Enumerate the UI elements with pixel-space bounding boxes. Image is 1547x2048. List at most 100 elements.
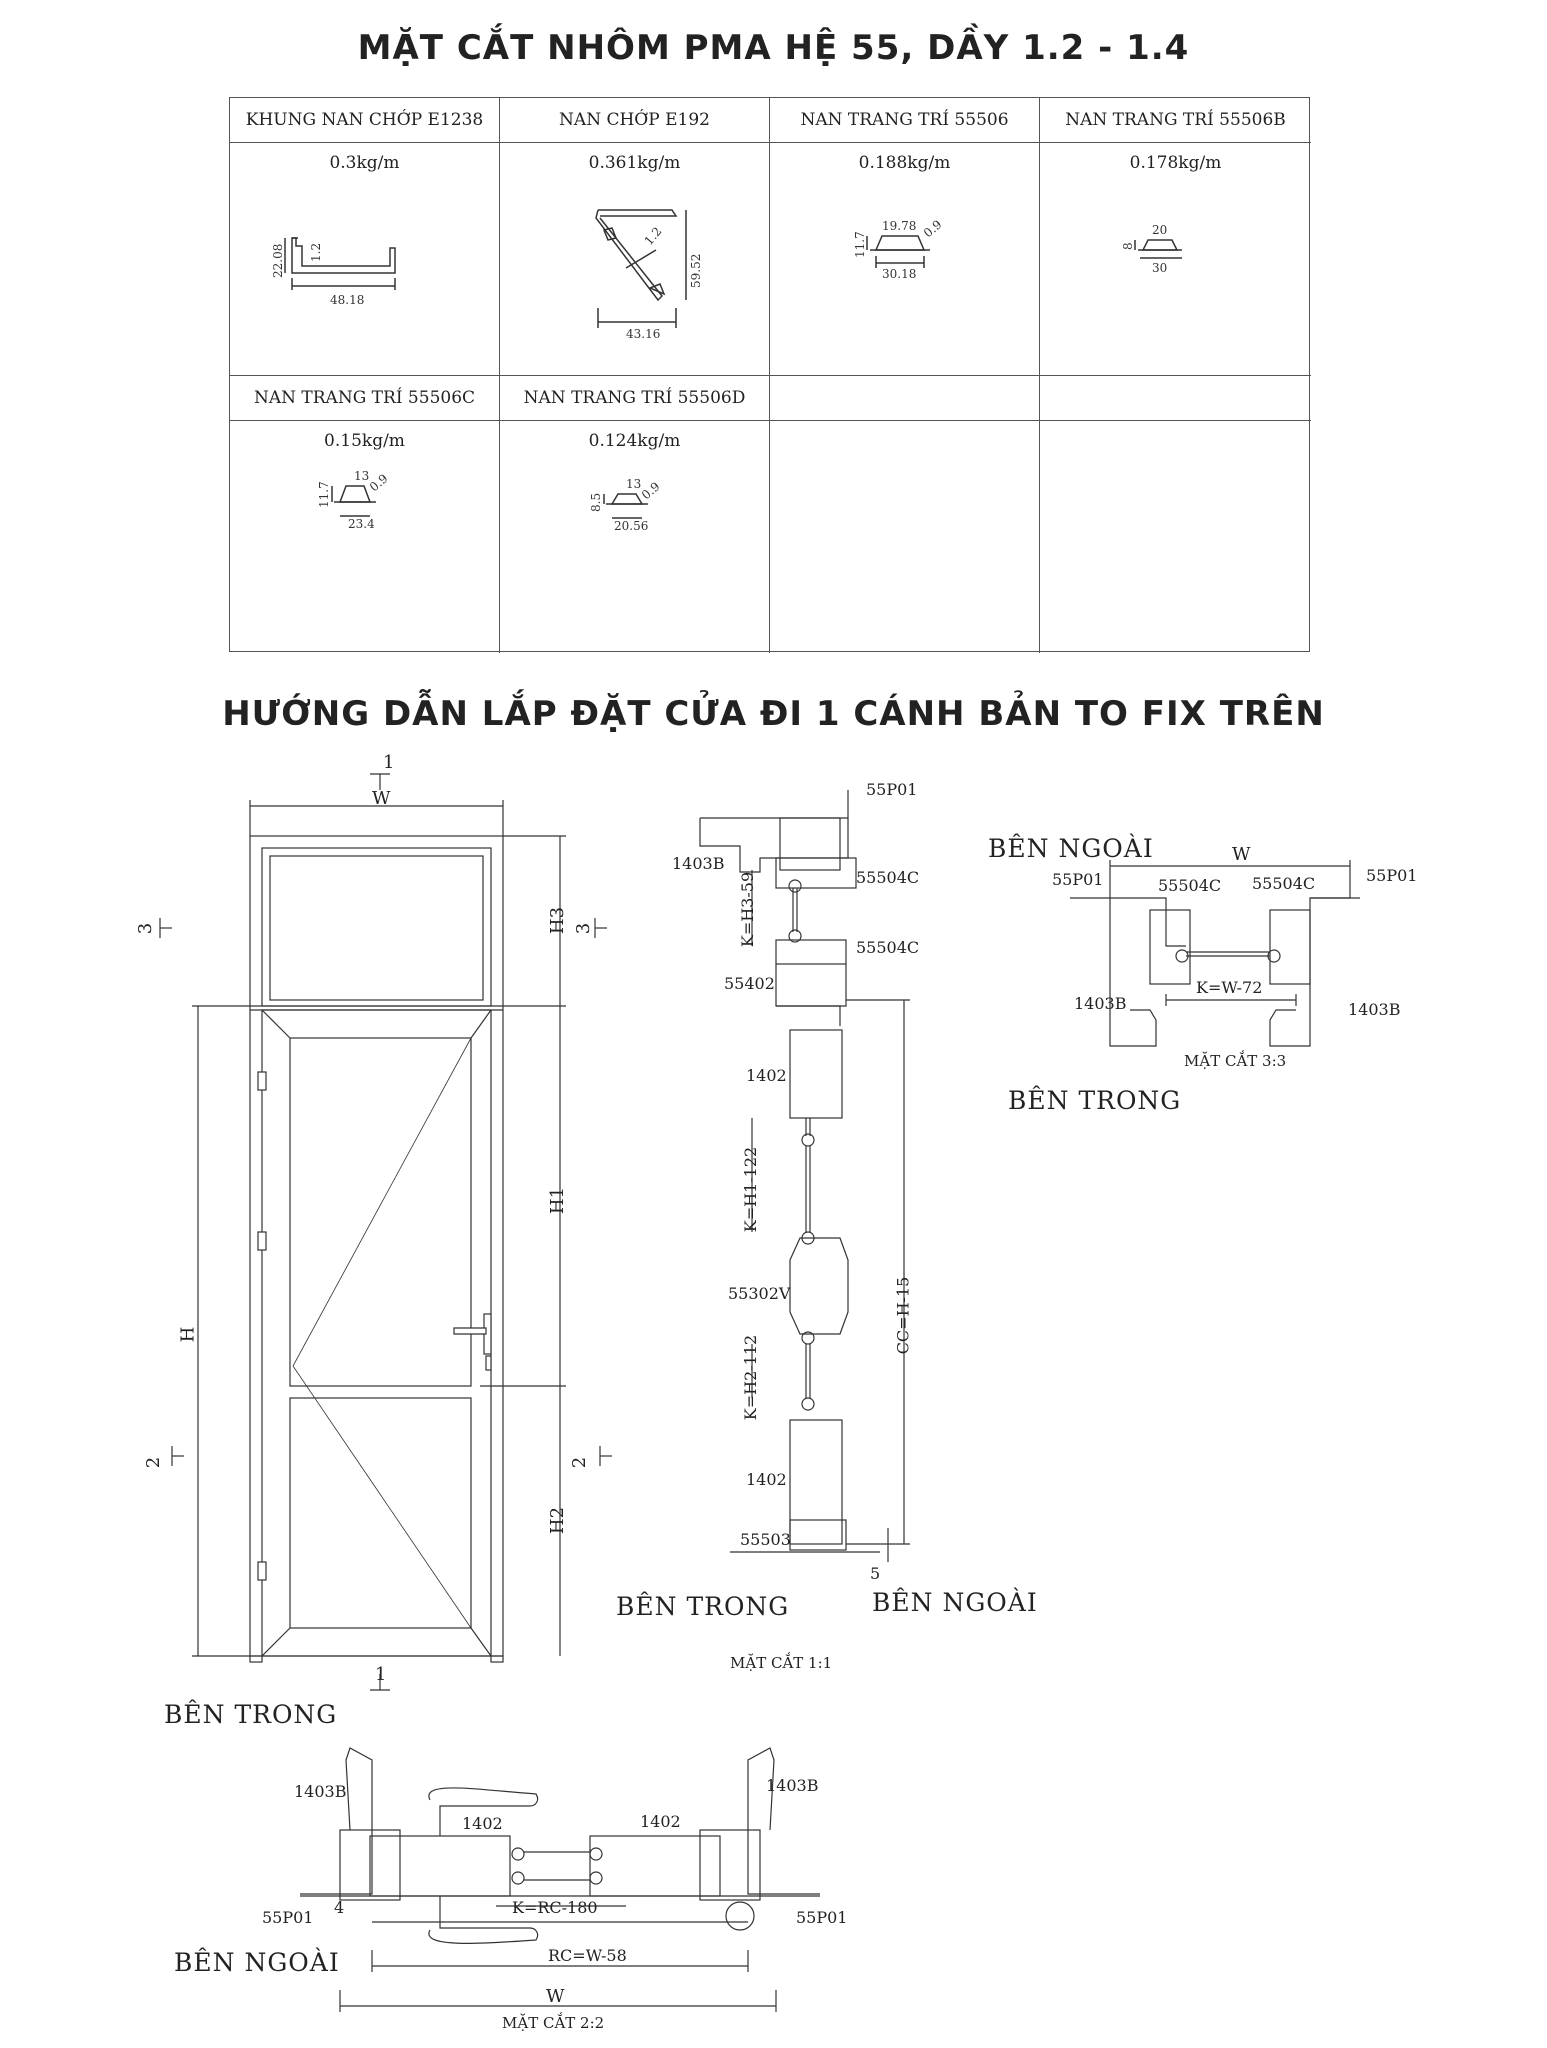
part-label: 1402 xyxy=(462,1814,503,1833)
dim-label: 30.18 xyxy=(882,267,916,281)
profile-drawing: 59.52 43.16 1.2 xyxy=(595,209,703,341)
profile-name: NAN TRANG TRÍ 55506C xyxy=(230,376,499,421)
dim-h3: H3 xyxy=(547,906,569,935)
caption-section-1: MẶT CẮT 1:1 xyxy=(730,1654,833,1672)
section-marker-3-right: 3 xyxy=(573,922,595,935)
part-label: 55504C xyxy=(856,938,920,957)
part-label: 1402 xyxy=(746,1066,787,1085)
dim-rc: RC=W-58 xyxy=(548,1946,627,1965)
profile-weight: 0.15kg/m xyxy=(324,431,405,451)
profile-cell-e192: NAN CHỚP E192 0.361kg/m 59.52 43.16 1.2 xyxy=(500,98,770,376)
section-marker-2-left: 2 xyxy=(143,1456,165,1469)
dim-label: 48.18 xyxy=(330,293,364,307)
part-label: 55P01 xyxy=(1052,870,1104,889)
part-label: 1403B xyxy=(672,854,725,873)
dim-h2: H2 xyxy=(547,1506,569,1535)
part-label: 55503 xyxy=(740,1530,791,1549)
dim-label: 1.2 xyxy=(309,243,323,262)
part-label: 55504C xyxy=(1252,874,1316,893)
dim-five: 5 xyxy=(870,1564,881,1583)
profile-name: NAN TRANG TRÍ 55506B xyxy=(1040,98,1311,143)
outside-label-section-1: BÊN NGOÀI xyxy=(872,1588,1038,1617)
caption-section-2: MẶT CẮT 2:2 xyxy=(502,2014,605,2032)
dim-label: 11.7 xyxy=(317,481,331,508)
install-title: HƯỚNG DẪN LẮP ĐẶT CỬA ĐI 1 CÁNH BẢN TO F… xyxy=(222,694,1325,734)
dim-four: 4 xyxy=(334,1898,345,1917)
part-label: 1403B xyxy=(766,1776,819,1795)
section-marker-1-bottom: 1 xyxy=(375,1664,387,1685)
profile-name xyxy=(770,376,1039,421)
section-2-2 xyxy=(300,1747,820,2012)
profile-name: NAN TRANG TRÍ 55506 xyxy=(770,98,1039,143)
profile-name: NAN CHỚP E192 xyxy=(500,98,769,143)
profile-drawing: 20 8 30 xyxy=(1121,223,1182,275)
dim-h1: H1 xyxy=(547,1186,569,1215)
dim-label: 8 xyxy=(1121,242,1135,250)
profile-cell-55506c: NAN TRANG TRÍ 55506C 0.15kg/m 13 0.9 11.… xyxy=(230,376,500,653)
profile-weight: 0.361kg/m xyxy=(588,153,681,173)
caption-section-3: MẶT CẮT 3:3 xyxy=(1184,1052,1287,1070)
dim-label: 30 xyxy=(1152,261,1167,275)
profile-cell-55506b: NAN TRANG TRÍ 55506B 0.178kg/m 20 8 30 xyxy=(1040,98,1311,376)
part-label: 55402 xyxy=(724,974,775,993)
part-label: 1402 xyxy=(746,1470,787,1489)
profile-drawing: 48.18 22.08 1.2 xyxy=(271,237,396,307)
dim-label: 11.7 xyxy=(853,231,867,258)
door-outer-frame xyxy=(249,835,504,1657)
dim-label: 20 xyxy=(1152,223,1167,237)
dim-k-section-3: K=W-72 xyxy=(1196,978,1263,997)
dim-label: 20.56 xyxy=(614,519,648,533)
profile-weight: 0.188kg/m xyxy=(858,153,951,173)
dim-k-h3: K=H3-59 xyxy=(738,871,758,948)
dim-k-h2: K=H2-112 xyxy=(741,1334,761,1421)
dim-label: 59.52 xyxy=(689,254,703,288)
profile-cell-empty xyxy=(1040,376,1311,653)
part-label: 55P01 xyxy=(262,1908,314,1927)
section-3-3 xyxy=(1070,860,1360,1047)
outside-label-section-2: BÊN NGOÀI xyxy=(174,1948,340,1977)
inside-label-elevation: BÊN TRONG xyxy=(164,1700,338,1729)
profile-weight: 0.124kg/m xyxy=(588,431,681,451)
profile-cell-55506d: NAN TRANG TRÍ 55506D 0.124kg/m 13 0.9 8.… xyxy=(500,376,770,653)
part-label: 55302V xyxy=(728,1284,791,1303)
dim-w-section-3: W xyxy=(1232,844,1251,865)
part-label: 55P01 xyxy=(796,1908,848,1927)
profile-name: NAN TRANG TRÍ 55506D xyxy=(500,376,769,421)
dim-h: H xyxy=(177,1326,199,1343)
profile-cell-empty xyxy=(770,376,1040,653)
section-marker-3-left: 3 xyxy=(135,922,157,935)
dim-w-section-2: W xyxy=(546,1986,565,2007)
profile-name xyxy=(1040,376,1311,421)
part-label: 55504C xyxy=(1158,876,1222,895)
section-1-1 xyxy=(699,790,910,1562)
inside-label-section-3: BÊN TRONG xyxy=(1008,1086,1182,1115)
dim-label: 43.16 xyxy=(626,327,660,341)
dim-k-section-2: K=RC-180 xyxy=(512,1898,598,1917)
part-label: 55504C xyxy=(856,868,920,887)
dim-label: 23.4 xyxy=(348,517,375,531)
profile-cell-e1238: KHUNG NAN CHỚP E1238 0.3kg/m 48.18 22.08… xyxy=(230,98,500,376)
outside-label-section-3: BÊN NGOÀI xyxy=(988,834,1154,863)
section-marker-1-top: 1 xyxy=(383,752,395,773)
part-label: 55P01 xyxy=(866,780,918,799)
part-label: 1403B xyxy=(1348,1000,1401,1019)
profile-cell-55506: NAN TRANG TRÍ 55506 0.188kg/m 19.78 0.9 … xyxy=(770,98,1040,376)
dim-label: 13 xyxy=(626,477,641,491)
profile-table: KHUNG NAN CHỚP E1238 0.3kg/m 48.18 22.08… xyxy=(229,97,1311,653)
inside-label-section-1: BÊN TRONG xyxy=(616,1592,790,1621)
part-label: 1402 xyxy=(640,1812,681,1831)
profiles-title: MẶT CẮT NHÔM PMA HỆ 55, DẦY 1.2 - 1.4 xyxy=(357,28,1190,68)
section-marker-2-right: 2 xyxy=(569,1456,591,1469)
dim-label: 13 xyxy=(354,469,369,483)
profile-drawing: 13 0.9 8.5 20.56 xyxy=(589,477,663,533)
part-label: 1403B xyxy=(1074,994,1127,1013)
dim-label: 8.5 xyxy=(589,493,603,512)
part-label: 55P01 xyxy=(1366,866,1418,885)
profile-weight: 0.3kg/m xyxy=(329,153,400,173)
dim-label: 22.08 xyxy=(271,244,285,278)
profile-drawing: 19.78 0.9 11.7 30.18 xyxy=(853,217,945,281)
profile-weight: 0.178kg/m xyxy=(1129,153,1222,173)
profile-name: KHUNG NAN CHỚP E1238 xyxy=(230,98,499,143)
dim-w: W xyxy=(372,788,391,809)
